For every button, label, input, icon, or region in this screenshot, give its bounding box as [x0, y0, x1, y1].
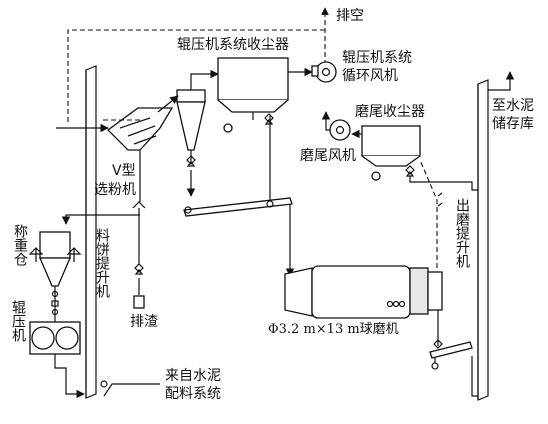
- press-to-elevator: [54, 354, 85, 399]
- mill-elevator: [477, 79, 489, 401]
- cyclone-separator: [176, 89, 206, 167]
- exhaust-label: 排空: [336, 8, 364, 24]
- slide-to-elevator: [471, 356, 478, 397]
- air-slide-conveyor: [183, 170, 293, 217]
- cake-elevator-label: 料饼提升机: [94, 228, 110, 299]
- slag-label: 排渣: [130, 314, 158, 330]
- duct-vsep-to-cyclone: [157, 95, 179, 113]
- mill-dust-collector: [361, 125, 421, 181]
- roller-press-label: 辊压机: [10, 300, 26, 343]
- v-separator-label-2: 选粉机: [94, 182, 136, 198]
- from-batching-line: [100, 380, 160, 397]
- mill-outlet-slide: [429, 310, 473, 370]
- v-separator-label-1: V型: [112, 163, 136, 179]
- weigh-bin-label: 称重仓: [12, 224, 28, 266]
- from-batching-label-1: 来自水泥: [165, 368, 221, 384]
- vsep-outlet: [132, 150, 146, 309]
- weigh-bin: [28, 231, 82, 322]
- roller-dust-collector-label: 辊压机系统收尘器: [177, 37, 289, 53]
- ball-mill: [284, 265, 443, 319]
- roller-fan-label-2: 循环风机: [342, 68, 398, 84]
- roller-press: [29, 321, 81, 355]
- vent-marks: [437, 192, 443, 207]
- exhaust-line: [67, 7, 329, 122]
- to-silo-line: [488, 71, 515, 91]
- mill-vent-dash: [419, 159, 438, 268]
- vsep-to-weighbin: [61, 214, 140, 225]
- mill-dust-collector-label: 磨尾收尘器: [355, 104, 425, 120]
- from-batching-label-2: 配料系统: [165, 386, 221, 402]
- mill-tail-fan: [321, 111, 362, 141]
- collector-to-elevator: [409, 176, 478, 191]
- mill-fan-label: 磨尾风机: [300, 148, 356, 164]
- cake-elevator: [85, 65, 97, 399]
- ball-mill-label: Φ3.2 m×13 m球磨机: [268, 322, 399, 337]
- to-silo-label-1: 至水泥: [492, 98, 534, 114]
- v-separator: [107, 107, 174, 151]
- roller-fan-label-1: 辊压机系统: [342, 50, 412, 66]
- to-silo-label-2: 储存库: [492, 116, 534, 132]
- mill-elevator-label: 出磨提升机: [454, 198, 470, 269]
- duct-cyclone-to-collector: [190, 69, 219, 90]
- roller-circulation-fan: [311, 61, 337, 83]
- roller-dust-collector: [217, 57, 289, 133]
